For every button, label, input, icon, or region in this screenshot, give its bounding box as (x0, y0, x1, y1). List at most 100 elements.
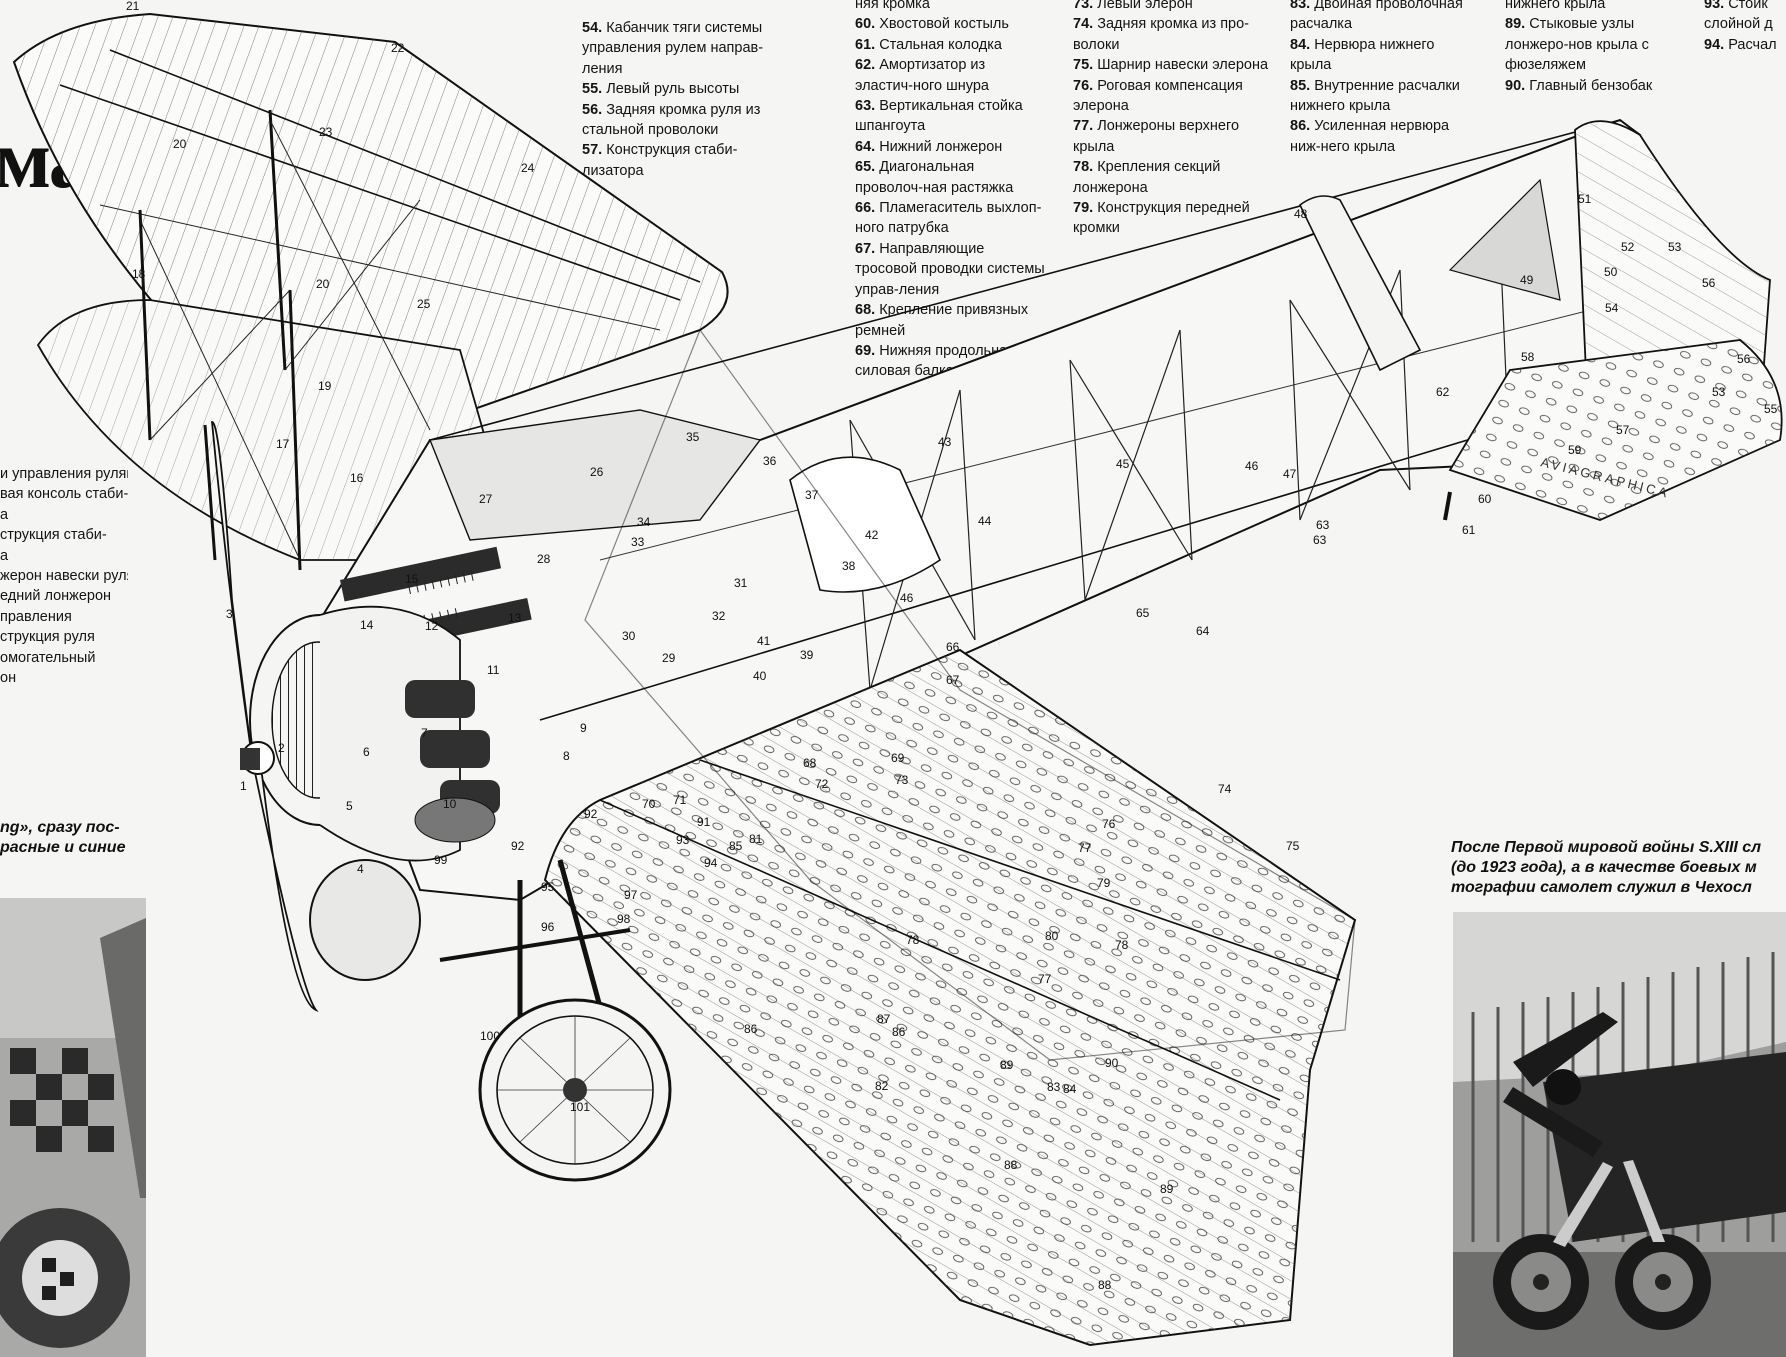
photo-caption-left: ng», сразу пос- расные и синие (0, 818, 148, 858)
callout-number: 89 (1000, 1058, 1014, 1072)
photo-left-image (0, 898, 146, 1357)
legend-item: слойной д (1704, 16, 1773, 33)
callout-number: 62 (1436, 385, 1450, 399)
legend-item: 67. Направляющие тросовой проводки систе… (855, 240, 1045, 298)
callout-number: 24 (521, 161, 535, 175)
legend-item: 64. Нижний лонжерон (855, 138, 1003, 155)
legend-left-line: и управления рулями (0, 466, 128, 482)
callout-number: 94 (704, 856, 718, 870)
callout-number: 29 (662, 651, 676, 665)
callout-number: 78 (906, 933, 920, 947)
callout-number: 42 (865, 528, 879, 542)
legend-left-line: струкция стаби- (0, 527, 107, 544)
callout-number: 28 (537, 552, 551, 566)
bracing-wires (139, 119, 431, 561)
callout-number: 89 (1160, 1182, 1174, 1196)
callout-number: 68 (803, 756, 817, 770)
legend-column-5: нижнего крыла 89. Стыковые узлы лонжеро-… (1505, 0, 1691, 96)
callout-number: 41 (757, 634, 771, 648)
photo-right (1453, 912, 1786, 1357)
legend-item: 76. Роговая компенсация элерона (1073, 77, 1243, 115)
callout-number: 99 (434, 853, 448, 867)
callout-number: 1 (240, 779, 247, 793)
callout-number: 83 (1047, 1080, 1061, 1094)
callout-number: 46 (1245, 459, 1259, 473)
callout-number: 90 (1105, 1056, 1119, 1070)
legend-left-line: омогательный (0, 649, 96, 666)
legend-column-2: няя кромка 60. Хвостовой костыль 61. Ста… (855, 0, 1045, 382)
callout-number: 92 (584, 807, 598, 821)
callout-number: 18 (132, 267, 146, 281)
callout-number: 36 (763, 454, 777, 468)
callout-number: 66 (946, 640, 960, 654)
caption-line: тографии самолет служил в Чехосл (1451, 879, 1752, 896)
callout-number: 52 (1621, 240, 1635, 254)
engine-cowling (249, 605, 500, 862)
callout-number: 31 (734, 576, 748, 590)
callout-number: 88 (1098, 1278, 1112, 1292)
callout-number: 14 (360, 618, 374, 632)
callout-number: 91 (697, 815, 711, 829)
callout-number: 61 (1462, 523, 1476, 537)
callout-number: 63 (1316, 518, 1330, 532)
legend-item: 83. Двойная проволочная расчалка (1290, 0, 1463, 33)
legend-left-line: едний лонжерон (0, 588, 112, 605)
callout-number: 97 (624, 888, 638, 902)
callout-number: 8 (563, 749, 570, 763)
legend-column-3: 73. Левый элерон 74. Задняя кромка из пр… (1073, 0, 1269, 239)
callout-number: 84 (1063, 1082, 1077, 1096)
callout-number: 53 (1712, 385, 1726, 399)
callout-number: 4 (357, 862, 364, 876)
legend-item: 79. Конструкция передней кромки (1073, 200, 1250, 237)
photo-right-image (1453, 912, 1786, 1357)
callout-number: 81 (749, 832, 763, 846)
callout-number: 55 (1764, 402, 1778, 416)
legend-item: 84. Нервюра нижнего крыла (1290, 36, 1435, 74)
callout-number: 72 (815, 777, 829, 791)
callout-number: 32 (712, 609, 726, 623)
caption-line: После Первой мировой войны S.XIII сл (1451, 839, 1762, 856)
callout-number: 20 (316, 277, 330, 291)
callout-number: 40 (753, 669, 767, 683)
callout-number: 19 (318, 379, 332, 393)
callout-number: 64 (1196, 624, 1210, 638)
callout-number: 30 (622, 629, 636, 643)
legend-item: 77. Лонжероны верхнего крыла (1073, 118, 1240, 155)
callout-number: 82 (875, 1079, 889, 1093)
legend-item: 62. Амортизатор из эластич-ного шнура (855, 57, 989, 94)
legend-left-line: а (0, 506, 9, 523)
callout-number: 48 (1294, 207, 1308, 221)
callout-number: 54 (1605, 301, 1619, 315)
legend-item: 57. Конструкция стаби-лизатора (582, 142, 738, 179)
callout-number: 20 (173, 137, 187, 151)
callout-number: 7 (421, 726, 428, 740)
legend-column-6: 93. Стойк слойной д 94. Расчал (1704, 0, 1786, 55)
legend-left-line: струкция руля (0, 629, 95, 646)
callout-number: 11 (487, 663, 500, 677)
callout-number: 85 (729, 839, 743, 853)
legend-item-continued: нижнего крыла (1505, 0, 1606, 12)
legend-item: 66. Пламегаситель выхлоп-ного патрубка (855, 200, 1042, 237)
legend-item: 74. Задняя кромка из про-волоки (1073, 16, 1250, 53)
interplane-struts (138, 109, 302, 571)
callout-number: 100 (480, 1029, 500, 1043)
callout-number: 23 (319, 125, 333, 139)
callout-number: 98 (617, 912, 631, 926)
callout-number: 77 (1078, 841, 1092, 855)
callout-number: 25 (417, 297, 431, 311)
callout-number: 13 (508, 611, 522, 625)
callout-number: 46 (900, 591, 914, 605)
legend-column-4: 83. Двойная проволочная расчалка 84. Нер… (1290, 0, 1476, 157)
legend-item-continued: няя кромка (855, 0, 930, 12)
callout-number: 35 (686, 430, 700, 444)
legend-left-line: жерон навески руля (0, 568, 128, 585)
callout-number: 69 (891, 751, 905, 765)
legend-item: 55. Левый руль высоты (582, 81, 740, 98)
callout-number: 16 (350, 471, 364, 485)
callout-number: 70 (642, 797, 656, 811)
callout-number: 6 (363, 745, 370, 759)
fuselage (318, 118, 1642, 902)
legend-item: 65. Диагональная проволоч-ная растяжка (855, 159, 1014, 196)
callout-number: 49 (1520, 273, 1534, 287)
